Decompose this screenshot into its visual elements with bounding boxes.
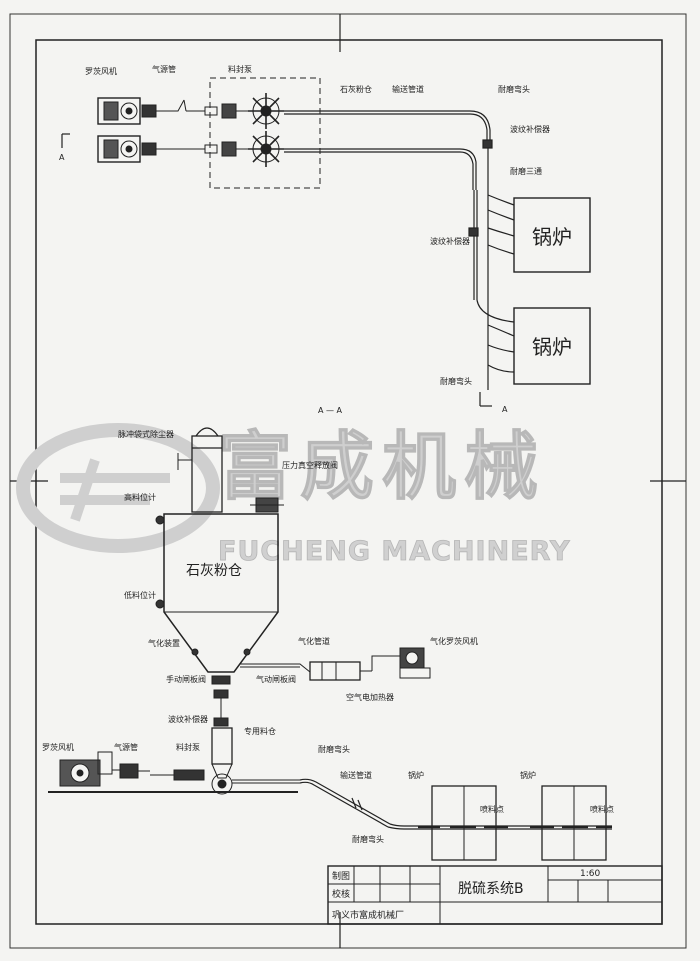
label-spray-point-2: 喷料点 bbox=[590, 804, 614, 814]
label-boiler-top-2: 锅炉 bbox=[532, 335, 572, 359]
label-boiler-bottom-2: 锅炉 bbox=[520, 770, 536, 780]
roots-blower-top-1 bbox=[97, 97, 141, 125]
special-bin bbox=[211, 727, 233, 765]
label-air-pipe-top: 气源管 bbox=[152, 64, 176, 74]
air-heater bbox=[309, 661, 361, 681]
label-wear-elbow-bottom: 耐磨弯头 bbox=[440, 376, 472, 386]
pneumatic-gate-valve bbox=[213, 689, 229, 699]
label-section-mark-right: A bbox=[502, 405, 508, 414]
title-block-drawn: 制图 bbox=[332, 870, 350, 882]
section-marker-right bbox=[479, 392, 492, 407]
title-block-title: 脱硫系统B bbox=[458, 881, 524, 897]
title-block-check: 校核 bbox=[332, 888, 350, 900]
feed-pump-top-1 bbox=[248, 93, 284, 129]
label-roots-blower-bottom: 罗茨风机 bbox=[42, 742, 74, 752]
label-wear-elbow-top: 耐磨弯头 bbox=[498, 84, 530, 94]
air-pipe-top bbox=[141, 99, 250, 157]
label-section-mark-left: A bbox=[59, 153, 65, 162]
label-wear-elbow-2: 耐磨弯头 bbox=[352, 834, 384, 844]
title-block bbox=[327, 865, 663, 925]
label-feed-pump-top: 料封泵 bbox=[228, 64, 252, 74]
label-low-level: 低料位计 bbox=[124, 590, 156, 600]
title-block-company: 巩义市富成机械厂 bbox=[332, 909, 404, 921]
section-marker-left bbox=[61, 133, 70, 148]
label-wear-elbow-1: 耐磨弯头 bbox=[318, 744, 350, 754]
bellows-joint bbox=[213, 717, 229, 727]
label-pressure-valve: 压力真空释放阀 bbox=[282, 460, 338, 470]
elevation-view bbox=[48, 427, 612, 861]
roots-blower-bottom bbox=[59, 751, 150, 787]
label-wear-tee: 耐磨三通 bbox=[510, 166, 542, 176]
watermark: 富成机械 FUCHENG MACHINERY bbox=[16, 423, 571, 567]
label-silo: 石灰粉仓 bbox=[186, 563, 242, 579]
label-pneumatic-gate: 气动闸板阀 bbox=[256, 674, 296, 684]
feed-pump-enclosure bbox=[209, 77, 321, 189]
label-conveying-pipe-top: 输送管道 bbox=[392, 84, 424, 94]
label-bellows-comp-1: 波纹补偿器 bbox=[510, 124, 550, 134]
low-level-meter bbox=[155, 599, 165, 609]
high-level-meter bbox=[155, 515, 165, 525]
label-special-bin: 专用料仓 bbox=[244, 726, 276, 736]
label-section-title: A — A bbox=[318, 406, 343, 415]
label-spray-point-1: 喷料点 bbox=[480, 804, 504, 814]
label-bellows: 波纹补偿器 bbox=[168, 714, 208, 724]
label-manual-gate: 手动闸板阀 bbox=[166, 674, 206, 684]
label-pulse-filter: 脉冲袋式除尘器 bbox=[118, 429, 174, 439]
boiler-branches-top bbox=[476, 194, 515, 373]
label-conveying-pipe-bottom: 输送管道 bbox=[340, 770, 372, 780]
label-bellows-comp-2: 波纹补偿器 bbox=[430, 236, 470, 246]
label-gasify-pipe: 气化管道 bbox=[298, 636, 330, 646]
feed-pump-bottom bbox=[150, 769, 300, 795]
label-boiler-bottom-1: 锅炉 bbox=[408, 770, 424, 780]
watermark-brand-cn: 富成机械 bbox=[218, 424, 546, 510]
manual-gate-valve bbox=[211, 675, 231, 685]
roots-blower-top-2 bbox=[97, 135, 141, 163]
label-feed-pump-bottom: 料封泵 bbox=[176, 742, 200, 752]
label-boiler-top-1: 锅炉 bbox=[532, 225, 572, 249]
conveying-pipe-top bbox=[284, 110, 493, 390]
feed-pump-top-2 bbox=[248, 131, 284, 167]
title-block-scale: 1:60 bbox=[580, 869, 600, 879]
label-high-level: 高料位计 bbox=[124, 492, 156, 502]
watermark-logo-mark bbox=[60, 458, 170, 522]
label-lime-silo-top: 石灰粉仓 bbox=[340, 84, 372, 94]
boiler-top-2 bbox=[513, 307, 591, 385]
watermark-logo bbox=[16, 423, 220, 553]
boiler-top-1 bbox=[513, 197, 591, 273]
label-air-pipe-bottom: 气源管 bbox=[114, 742, 138, 752]
boiler-bottom-2 bbox=[541, 785, 607, 861]
watermark-brand-en: FUCHENG MACHINERY bbox=[218, 536, 571, 567]
label-gasify-device: 气化装置 bbox=[148, 638, 180, 648]
pulse-filter bbox=[191, 435, 223, 513]
label-air-heater: 空气电加热器 bbox=[346, 692, 394, 702]
label-roots-blower-top: 罗茨风机 bbox=[85, 66, 117, 76]
label-gasify-blower: 气化罗茨风机 bbox=[430, 636, 478, 646]
boiler-bottom-1 bbox=[431, 785, 497, 861]
conveying-pipe-bottom bbox=[299, 778, 612, 830]
gasify-roots-blower bbox=[399, 647, 431, 679]
gasify-pipe bbox=[240, 647, 431, 681]
top-plan-view bbox=[61, 77, 591, 407]
